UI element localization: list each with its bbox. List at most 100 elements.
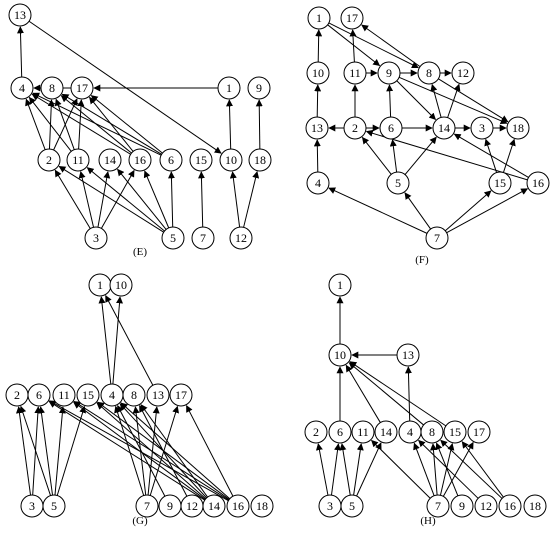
edge-h-12-to-4 <box>418 439 479 499</box>
node-label: 11 <box>72 153 84 167</box>
edge-e-12-to-10 <box>229 171 241 228</box>
node-circle <box>161 226 185 250</box>
node-h-13: 13 <box>396 343 420 367</box>
node-label: 14 <box>380 425 392 439</box>
edge-e-2-to-4 <box>25 98 46 150</box>
node-h-14: 14 <box>374 420 398 444</box>
node-label: 3 <box>479 121 485 135</box>
panel-label-g: (G) <box>132 515 148 527</box>
edge-f-11-to-17 <box>349 29 357 63</box>
node-label: 13 <box>14 8 26 22</box>
node-label: 1 <box>226 81 232 95</box>
node-circle <box>250 494 274 518</box>
node-circle <box>217 76 241 100</box>
edge-e-5-to-16 <box>143 170 170 229</box>
node-circle <box>307 6 331 30</box>
node-e-8: 8 <box>40 76 64 100</box>
node-label: 13 <box>402 348 414 362</box>
edge-g-4-to-1 <box>98 296 112 385</box>
node-h-5: 5 <box>340 494 364 518</box>
node-label: 5 <box>395 176 401 190</box>
node-circle <box>109 273 133 297</box>
node-label: 2 <box>46 153 52 167</box>
node-f-17: 17 <box>340 6 364 30</box>
node-label: 9 <box>256 81 262 95</box>
node-circle <box>396 343 420 367</box>
edge-h-7-to-4 <box>413 442 435 496</box>
edge-e-3-to-11 <box>78 171 95 228</box>
node-g-2: 2 <box>5 383 29 407</box>
node-circle <box>8 3 32 27</box>
node-label: 4 <box>19 81 25 95</box>
edge-h-3-to-2 <box>315 443 329 496</box>
node-e-4: 4 <box>10 76 34 100</box>
edge-h-5-to-14 <box>356 442 382 497</box>
node-circle <box>351 420 375 444</box>
node-e-14: 14 <box>98 148 122 172</box>
edge-f-16-to-14 <box>453 133 529 178</box>
node-label: 18 <box>256 499 268 513</box>
node-label: 15 <box>82 388 94 402</box>
node-h-17: 17 <box>467 420 491 444</box>
node-h-7: 7 <box>426 494 450 518</box>
node-f-15: 15 <box>488 171 512 195</box>
edge-f-5-to-14 <box>404 136 437 175</box>
node-circle <box>340 494 364 518</box>
node-circle <box>379 116 403 140</box>
node-circle <box>76 383 100 407</box>
node-circle <box>470 116 494 140</box>
node-g-16: 16 <box>226 494 250 518</box>
node-f-12: 12 <box>451 61 475 85</box>
node-circle <box>219 148 243 172</box>
node-circle <box>526 171 550 195</box>
node-circle <box>417 61 441 85</box>
node-label: 6 <box>388 121 394 135</box>
edge-e-5-to-2 <box>58 165 164 233</box>
node-h-8: 8 <box>420 420 444 444</box>
edge-e-6-to-17 <box>90 95 163 154</box>
node-g-4: 4 <box>100 383 124 407</box>
edge-f-14-to-12 <box>447 83 461 118</box>
node-label: 10 <box>115 278 127 292</box>
node-label: 11 <box>58 388 70 402</box>
node-label: 12 <box>235 231 247 245</box>
edge-h-7-to-11 <box>371 439 431 499</box>
node-label: 6 <box>36 388 42 402</box>
edge-e-10-to-1 <box>226 99 234 150</box>
node-h-10: 10 <box>328 343 352 367</box>
node-label: 15 <box>494 176 506 190</box>
node-e-12: 12 <box>229 226 253 250</box>
edge-e-16-to-4 <box>31 93 131 155</box>
node-label: 2 <box>14 388 20 402</box>
node-h-12: 12 <box>474 494 498 518</box>
edge-f-14-to-8 <box>430 83 442 118</box>
node-label: 17 <box>175 388 187 402</box>
node-label: 8 <box>429 425 435 439</box>
edge-g-14-to-6 <box>48 401 205 501</box>
node-g-1: 1 <box>88 273 112 297</box>
node-label: 7 <box>435 499 441 513</box>
node-h-18: 18 <box>523 494 547 518</box>
node-label: 4 <box>109 388 115 402</box>
edge-h-14-to-10 <box>345 364 381 423</box>
node-g-13: 13 <box>146 383 170 407</box>
node-e-18: 18 <box>248 148 272 172</box>
node-circle <box>343 61 367 85</box>
node-circle <box>306 171 330 195</box>
edge-g-12-to-8 <box>139 405 188 497</box>
node-circle <box>420 420 444 444</box>
node-label: 12 <box>186 499 198 513</box>
node-label: 9 <box>167 499 173 513</box>
edge-e-18-to-9 <box>255 99 263 150</box>
node-label: 5 <box>349 499 355 513</box>
edge-g-5-to-11 <box>54 406 66 496</box>
node-circle <box>52 383 76 407</box>
node-e-7: 7 <box>191 226 215 250</box>
node-label: 3 <box>93 231 99 245</box>
edge-f-9-to-14 <box>396 80 437 121</box>
node-label: 10 <box>334 348 346 362</box>
node-e-6: 6 <box>159 148 183 172</box>
edge-h-5-to-11 <box>353 443 364 496</box>
node-label: 5 <box>170 231 176 245</box>
